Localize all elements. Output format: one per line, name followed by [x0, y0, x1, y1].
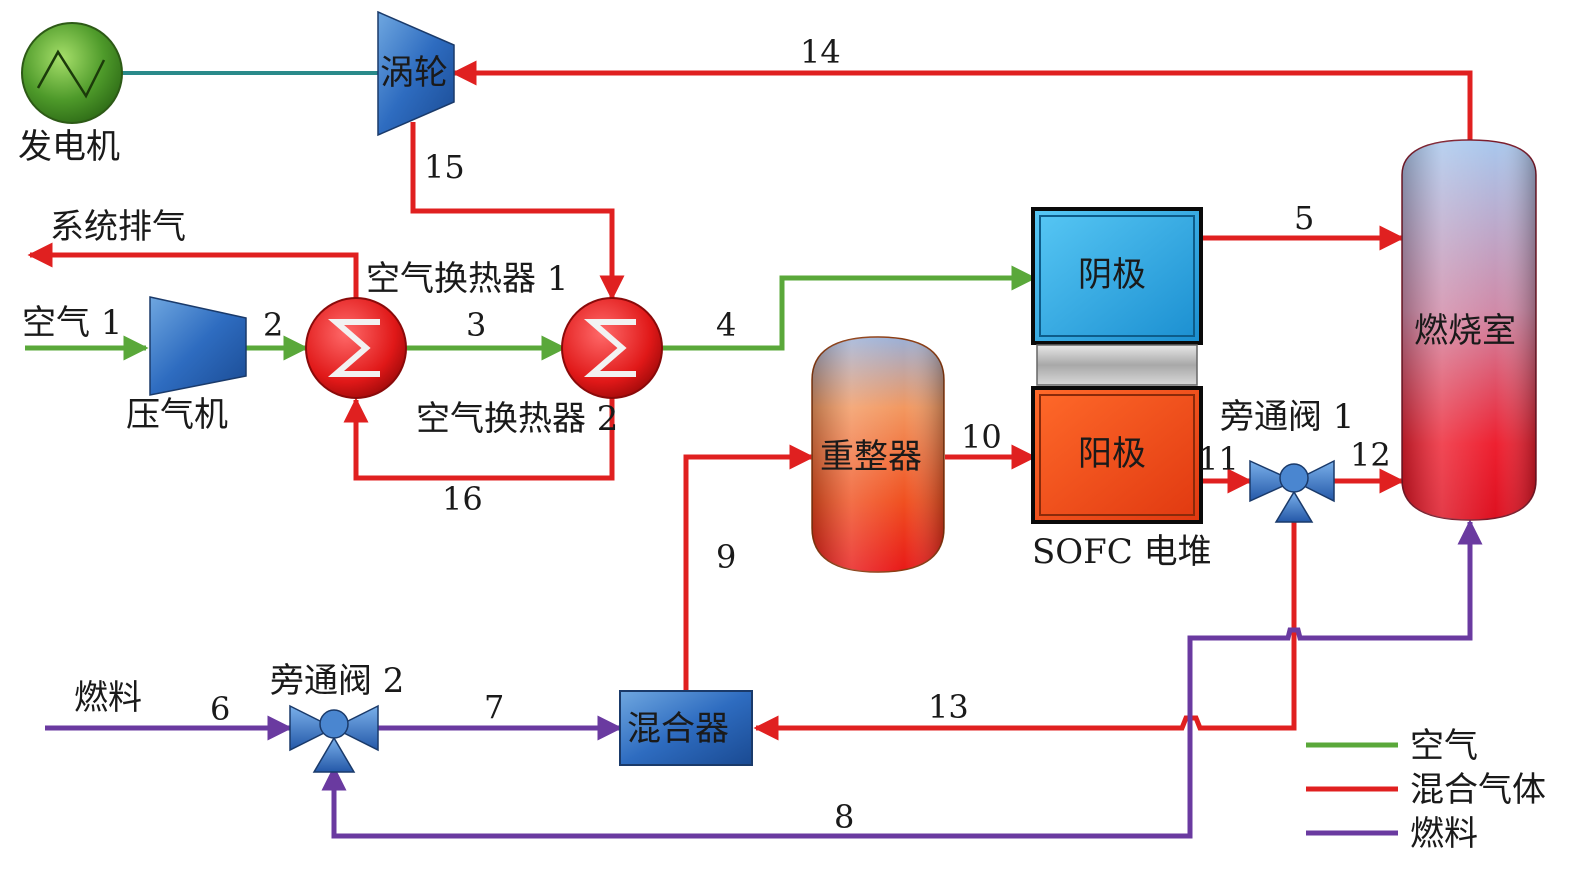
stream-6-number: 6	[210, 690, 230, 728]
heat-exchanger-1-icon	[305, 297, 407, 399]
fuel-streams	[45, 519, 1483, 839]
legend: 空气 混合气体 燃料	[1306, 726, 1546, 854]
stream-16-line	[343, 397, 615, 481]
stream-8-number: 8	[834, 798, 854, 836]
sofc-stack	[1031, 207, 1203, 524]
bypass-valve-1-icon	[1249, 459, 1335, 523]
stream-16-number: 16	[442, 480, 483, 518]
exhaust-label: 系统排气	[50, 207, 186, 247]
mixer-label: 混合器	[627, 709, 729, 749]
stream-11-number: 11	[1198, 440, 1239, 478]
fuel-in-label: 燃料	[74, 678, 142, 718]
anode-label: 阳极	[1078, 434, 1146, 474]
bypass-valve-2-icon	[289, 704, 379, 773]
stream-5-number: 5	[1294, 199, 1314, 237]
reformer-label: 重整器	[820, 437, 922, 477]
stream-8-line	[321, 519, 1483, 839]
cathode-label: 阴极	[1078, 255, 1146, 295]
bypass2-label: 旁通阀 2	[270, 661, 404, 701]
air-streams	[25, 265, 1037, 361]
stream-14-line	[451, 60, 1473, 140]
legend-mixed-gas-label: 混合气体	[1410, 770, 1546, 810]
turbine-icon	[377, 10, 455, 137]
generator-label: 发电机	[18, 127, 120, 167]
combustor-icon	[1401, 139, 1537, 521]
reformer-icon	[811, 336, 945, 573]
mixer-icon	[619, 690, 753, 766]
legend-fuel-label: 燃料	[1410, 814, 1478, 854]
compressor-icon	[149, 296, 247, 396]
stream-4-number: 4	[716, 306, 736, 344]
exhaust-line	[27, 242, 359, 300]
turbine-label: 涡轮	[380, 53, 448, 93]
generator-icon	[21, 22, 123, 124]
stream-12-number: 12	[1350, 436, 1391, 474]
heat-exchanger-2-icon	[561, 297, 663, 399]
stream-4-line	[662, 265, 1037, 351]
hx1-label: 空气换热器 1	[366, 259, 568, 299]
stream-9-number: 9	[716, 538, 736, 576]
stream-15-line	[410, 122, 625, 301]
combustor-label: 燃烧室	[1414, 311, 1516, 351]
bypass1-label: 旁通阀 1	[1220, 397, 1354, 437]
stream-3-number: 3	[466, 306, 486, 344]
air-in-label: 空气 1	[22, 303, 122, 343]
stream-7-number: 7	[484, 688, 504, 726]
hx2-label: 空气换热器 2	[416, 399, 618, 439]
sofc-label: SOFC 电堆	[1032, 532, 1212, 572]
stream-9-line	[683, 444, 815, 690]
stream-10-number: 10	[961, 418, 1002, 456]
stream-15-number: 15	[424, 148, 465, 186]
stream-14-number: 14	[800, 33, 841, 71]
compressor-label: 压气机	[126, 395, 228, 435]
stream-2-number: 2	[263, 306, 283, 344]
stream-13-number: 13	[928, 688, 969, 726]
legend-air-label: 空气	[1410, 726, 1478, 766]
